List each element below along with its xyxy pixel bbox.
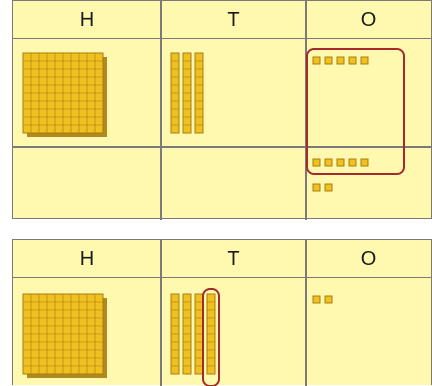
one-cube xyxy=(361,57,368,64)
one-cube xyxy=(349,159,356,166)
ten-rod xyxy=(183,294,191,374)
one-cube xyxy=(313,159,320,166)
ten-rod xyxy=(171,53,179,133)
one-cube xyxy=(325,159,332,166)
ten-rod xyxy=(183,53,191,133)
regroup-loop xyxy=(307,49,404,174)
one-cube xyxy=(361,159,368,166)
one-cube xyxy=(337,57,344,64)
one-cube xyxy=(313,184,320,191)
blocks-layer xyxy=(13,1,432,220)
one-cube xyxy=(313,57,320,64)
hundred-flat xyxy=(23,53,107,137)
blocks-layer xyxy=(13,240,432,386)
ten-rod xyxy=(207,294,215,374)
one-cube xyxy=(325,57,332,64)
one-cube xyxy=(325,296,332,303)
place-value-chart-bottom: H T O xyxy=(12,239,432,385)
one-cube xyxy=(349,57,356,64)
hundred-flat xyxy=(23,294,107,378)
ten-rod xyxy=(195,294,203,374)
one-cube xyxy=(325,184,332,191)
one-cube xyxy=(337,159,344,166)
place-value-chart-top: H T O xyxy=(12,0,432,219)
one-cube xyxy=(313,296,320,303)
ten-rod xyxy=(195,53,203,133)
ten-rod xyxy=(171,294,179,374)
